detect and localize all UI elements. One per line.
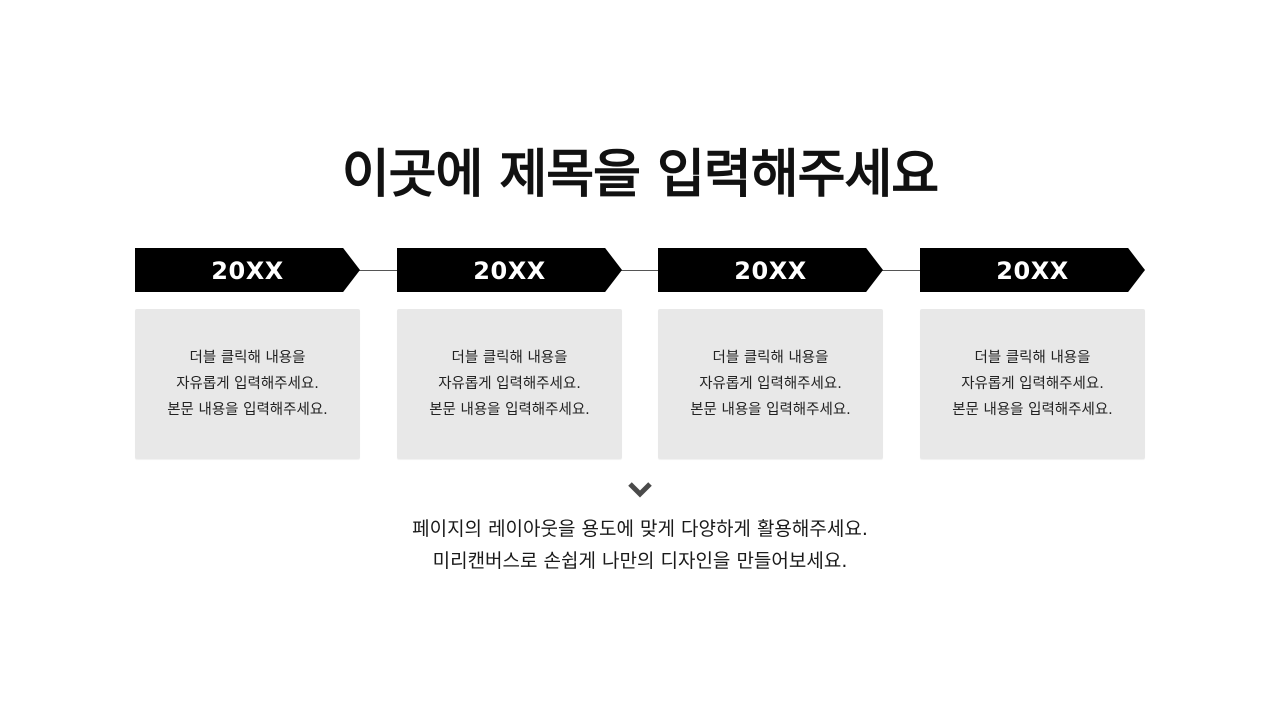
card-text-line[interactable]: 본문 내용을 입력해주세요. [952, 402, 1113, 418]
content-card[interactable]: 더블 클릭해 내용을 자유롭게 입력해주세요. 본문 내용을 입력해주세요. [658, 309, 883, 459]
card-text-line[interactable]: 본문 내용을 입력해주세요. [167, 402, 328, 418]
card-text-line[interactable]: 더블 클릭해 내용을 [712, 350, 829, 366]
year-label[interactable]: 20XX [734, 257, 807, 285]
card-text-line[interactable]: 본문 내용을 입력해주세요. [429, 402, 590, 418]
footer-line[interactable]: 미리캔버스로 손쉽게 나만의 디자인을 만들어보세요. [432, 550, 848, 572]
card-text-line[interactable]: 더블 클릭해 내용을 [451, 350, 568, 366]
content-card[interactable]: 더블 클릭해 내용을 자유롭게 입력해주세요. 본문 내용을 입력해주세요. [135, 309, 360, 459]
timeline-step: 20XX 더블 클릭해 내용을 자유롭게 입력해주세요. 본문 내용을 입력해주… [135, 248, 360, 460]
card-text-line[interactable]: 더블 클릭해 내용을 [189, 350, 306, 366]
timeline-connector [881, 270, 921, 271]
timeline-step: 20XX 더블 클릭해 내용을 자유롭게 입력해주세요. 본문 내용을 입력해주… [920, 248, 1145, 460]
card-text-line[interactable]: 자유롭게 입력해주세요. [961, 376, 1104, 392]
timeline-step: 20XX 더블 클릭해 내용을 자유롭게 입력해주세요. 본문 내용을 입력해주… [397, 248, 622, 460]
timeline-step: 20XX 더블 클릭해 내용을 자유롭게 입력해주세요. 본문 내용을 입력해주… [658, 248, 883, 460]
content-card[interactable]: 더블 클릭해 내용을 자유롭게 입력해주세요. 본문 내용을 입력해주세요. [397, 309, 622, 459]
year-label[interactable]: 20XX [473, 257, 546, 285]
card-text-line[interactable]: 더블 클릭해 내용을 [974, 350, 1091, 366]
timeline-connector [619, 270, 659, 271]
card-text-line[interactable]: 자유롭게 입력해주세요. [438, 376, 581, 392]
card-text-line[interactable]: 자유롭게 입력해주세요. [699, 376, 842, 392]
content-card[interactable]: 더블 클릭해 내용을 자유롭게 입력해주세요. 본문 내용을 입력해주세요. [920, 309, 1145, 459]
timeline: 20XX 더블 클릭해 내용을 자유롭게 입력해주세요. 본문 내용을 입력해주… [135, 248, 1145, 460]
year-arrow-banner[interactable] [658, 248, 883, 292]
year-arrow-banner[interactable] [397, 248, 622, 292]
card-text-line[interactable]: 본문 내용을 입력해주세요. [690, 402, 851, 418]
year-label[interactable]: 20XX [211, 257, 284, 285]
year-arrow-banner[interactable] [920, 248, 1145, 292]
chevron-down-icon[interactable] [628, 480, 652, 500]
footer-text: 페이지의 레이아웃을 용도에 맞게 다양하게 활용해주세요. 미리캔버스로 손쉽… [0, 513, 1280, 577]
card-text-line[interactable]: 자유롭게 입력해주세요. [176, 376, 319, 392]
timeline-connector [357, 270, 397, 271]
year-label[interactable]: 20XX [996, 257, 1069, 285]
year-arrow-banner[interactable] [135, 248, 360, 292]
footer-line[interactable]: 페이지의 레이아웃을 용도에 맞게 다양하게 활용해주세요. [412, 518, 868, 540]
page-title[interactable]: 이곳에 제목을 입력해주세요 [341, 145, 939, 205]
